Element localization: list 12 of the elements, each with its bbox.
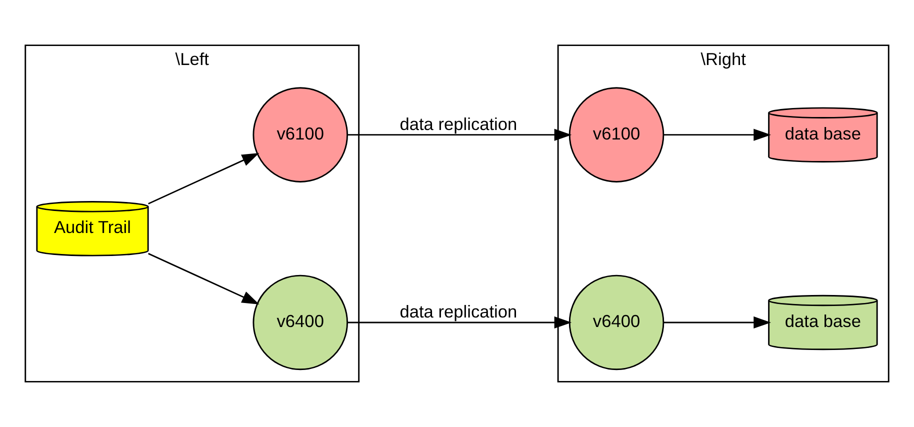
arrow xyxy=(347,128,572,141)
edge-label: data replication xyxy=(400,302,518,322)
arrow xyxy=(664,316,771,329)
node-circle: v6400 xyxy=(252,274,348,370)
edge-label: data replication xyxy=(400,114,518,134)
node-circle: v6100 xyxy=(568,87,664,182)
arrow xyxy=(148,152,260,204)
node-circle: v6400 xyxy=(568,274,664,370)
arrow xyxy=(148,252,260,304)
node-circle: v6100 xyxy=(252,87,348,182)
arrow xyxy=(664,128,771,141)
arrow xyxy=(347,316,572,329)
